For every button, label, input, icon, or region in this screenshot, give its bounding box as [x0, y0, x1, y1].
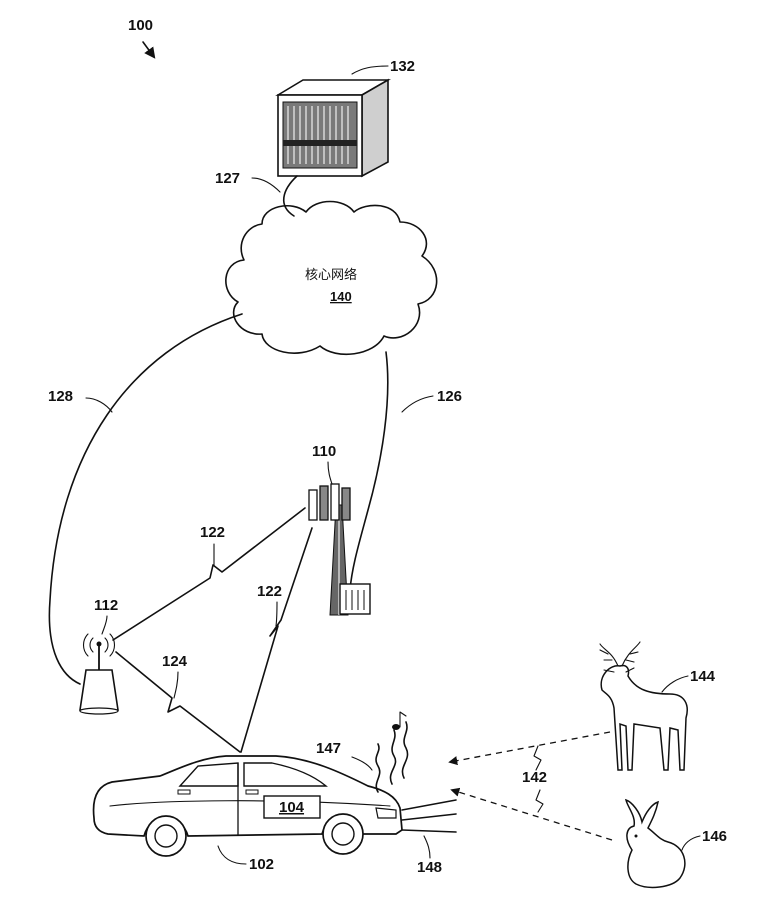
cell-tower-icon — [309, 484, 370, 615]
detection-label: 142 — [522, 769, 547, 786]
exhaust-label: 148 — [417, 859, 442, 876]
cloud-tower-link — [350, 352, 388, 590]
deer-leader — [662, 676, 688, 692]
wireless-a-label: 122 — [200, 524, 225, 541]
server-leader — [352, 66, 388, 74]
front-wheel — [323, 814, 363, 854]
tower-leader — [328, 462, 332, 484]
detection-mark-upper — [534, 746, 541, 770]
figure-label: 100 — [128, 17, 153, 34]
deer-icon — [600, 642, 687, 770]
vehicle-icon — [94, 756, 402, 856]
exhaust-leader — [424, 836, 430, 858]
deer-label: 144 — [690, 668, 716, 685]
server-icon — [278, 80, 388, 176]
rabbit-leader — [682, 836, 700, 850]
link-right-leader — [402, 396, 433, 412]
vehicle-label: 102 — [249, 856, 274, 873]
detection-arrow-rabbit — [452, 790, 612, 840]
rabbit-label: 146 — [702, 828, 727, 845]
access-point-icon — [80, 634, 118, 714]
emission-leader — [352, 757, 372, 770]
detection-mark-lower — [536, 790, 543, 812]
server-label: 132 — [390, 58, 415, 75]
vehicle-leader — [218, 846, 246, 864]
exhaust-lines — [402, 800, 456, 832]
link-left-leader — [86, 398, 112, 412]
wireless-ap-label: 124 — [162, 653, 188, 670]
network-name: 核心网络 — [305, 267, 357, 283]
link-left-label: 128 — [48, 388, 73, 405]
link-right-label: 126 — [437, 388, 462, 405]
link-server-label: 127 — [215, 170, 240, 187]
server-cloud-link — [284, 176, 297, 216]
figure-label-arrow — [143, 42, 154, 57]
rear-wheel — [146, 816, 186, 856]
emission-waves — [376, 722, 407, 792]
rabbit-icon — [626, 800, 685, 887]
emission-label: 147 — [316, 740, 341, 757]
wireless-b-leader — [276, 602, 277, 626]
access-point-label: 112 — [94, 597, 118, 614]
vehicle-unit-label: 104 — [279, 799, 305, 816]
wireless-link-tower-vehicle — [241, 528, 312, 752]
music-note-icon — [392, 712, 406, 730]
link-server-leader — [252, 178, 280, 192]
cloud-ap-link — [49, 314, 242, 684]
network-label: 140 — [330, 289, 352, 304]
detection-arrow-deer — [450, 732, 610, 762]
wireless-b-label: 122 — [257, 583, 282, 600]
tower-base-cabinet — [340, 584, 370, 614]
wireless-ap-leader — [174, 672, 178, 698]
tower-label: 110 — [312, 443, 336, 460]
access-point-leader — [102, 616, 107, 634]
